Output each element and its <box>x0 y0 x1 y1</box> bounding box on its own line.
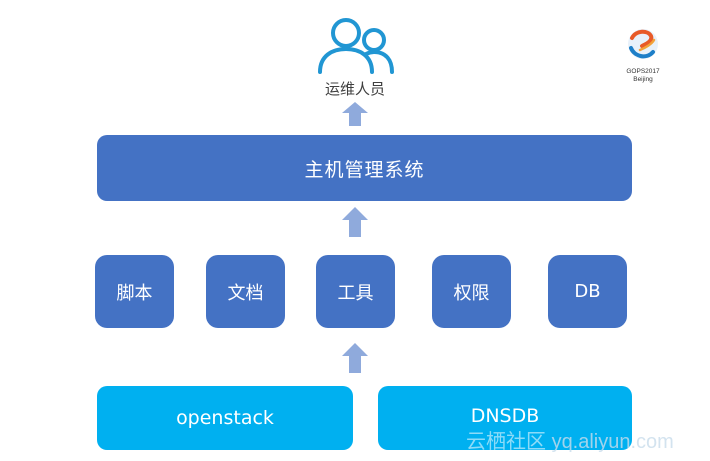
module-box-permissions: 权限 <box>432 255 511 328</box>
source-label: openstack <box>176 407 274 429</box>
module-label: 脚本 <box>116 282 153 304</box>
arrow-up-icon <box>342 102 368 126</box>
module-box-tools: 工具 <box>316 255 395 328</box>
people-icon <box>318 18 394 74</box>
watermark-cn: 云栖社区 <box>466 431 546 453</box>
arrow-up-icon <box>342 343 368 373</box>
module-box-db: DB <box>548 255 627 328</box>
gops-logo-icon <box>628 29 658 59</box>
module-label: 工具 <box>337 282 374 304</box>
gops-logo: GOPS2017 Beijing <box>620 24 666 88</box>
module-box-script: 脚本 <box>95 255 174 328</box>
module-label: 权限 <box>453 282 490 304</box>
source-box-openstack: openstack <box>97 386 353 450</box>
source-box-dnsdb: DNSDB <box>378 386 632 450</box>
watermark: 云栖社区 yq.aliyun.com <box>466 425 674 454</box>
watermark-url: yq.aliyun.com <box>551 431 674 453</box>
module-label: DB <box>574 281 601 302</box>
module-label: 文档 <box>227 282 264 304</box>
system-box: 主机管理系统 <box>97 135 632 201</box>
module-box-docs: 文档 <box>206 255 285 328</box>
people-label: 运维人员 <box>324 80 385 98</box>
logo-line2: Beijing <box>633 76 653 83</box>
source-label: DNSDB <box>470 405 540 427</box>
system-label: 主机管理系统 <box>304 158 425 181</box>
arrow-up-icon <box>342 207 368 237</box>
logo-line1: GOPS2017 <box>626 68 660 75</box>
